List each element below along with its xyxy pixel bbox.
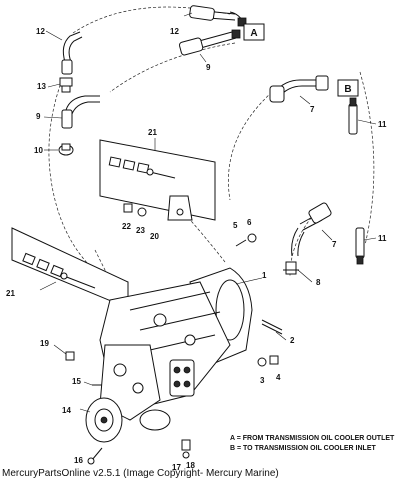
output-shaft-flange — [139, 409, 171, 431]
bushing — [122, 159, 136, 171]
hose-9-left-fitting — [61, 109, 73, 129]
sensor-11-lower — [355, 227, 365, 259]
callout-17: 17 — [172, 463, 181, 472]
bushing — [36, 258, 50, 272]
callout-23: 23 — [136, 226, 145, 235]
sensor-11-upper — [348, 103, 358, 135]
hose-fitting-12-right — [189, 5, 215, 21]
callout-12: 12 — [170, 27, 179, 36]
bracket-20 — [167, 195, 193, 221]
callout-13: 13 — [37, 82, 46, 91]
shift-lever-boss — [153, 313, 167, 327]
washer-6 — [247, 233, 257, 243]
callout-5: 5 — [233, 221, 238, 230]
right-hose-assembly — [269, 75, 365, 275]
nut-4 — [269, 355, 279, 365]
callout-11: 11 — [378, 234, 387, 243]
pulley-and-fasteners — [65, 233, 279, 465]
plug-19 — [65, 351, 75, 361]
callout-14: 14 — [62, 406, 71, 415]
hose-9-upper — [178, 37, 204, 56]
callout-21: 21 — [6, 289, 15, 298]
hose-7-upper-end — [315, 75, 329, 91]
callout-8: 8 — [316, 278, 321, 287]
hose-end-fitting — [231, 29, 241, 39]
callout-9: 9 — [36, 112, 41, 121]
transmission-housing — [99, 267, 283, 431]
bushing — [136, 162, 150, 174]
hose-fitting-12-left — [61, 59, 73, 75]
image-caption: MercuryPartsOnline v2.5.1 (Image Copyrig… — [2, 468, 279, 479]
parts-kit-21-upper — [99, 139, 216, 221]
fitting-18 — [181, 439, 191, 451]
valve-body — [99, 344, 161, 421]
bushing — [108, 156, 122, 168]
callout-3: 3 — [260, 376, 265, 385]
bushing — [50, 264, 64, 278]
box-a: A — [243, 23, 265, 41]
bolt-16 — [87, 457, 95, 465]
bolt-head — [60, 272, 68, 280]
callout-2: 2 — [290, 336, 295, 345]
legend-line-b: B = TO TRANSMISSION OIL COOLER INLET — [230, 445, 377, 452]
fitting-13 — [59, 77, 73, 87]
callout-12: 12 — [36, 27, 45, 36]
hose-end-fitting — [237, 17, 247, 27]
fitting-10-nut — [61, 143, 71, 151]
leader-lines — [39, 12, 377, 413]
sensor-11-lower-cap — [356, 255, 364, 265]
case-boss — [184, 334, 196, 346]
callout-18: 18 — [186, 461, 195, 470]
upper-hose-assembly — [58, 5, 247, 156]
callout-16: 16 — [74, 456, 83, 465]
flange-ring — [215, 279, 245, 341]
washer-23 — [137, 207, 147, 217]
callout-9: 9 — [206, 63, 211, 72]
hose-7-lower-fitting — [308, 202, 332, 224]
hose-7-upper-fitting — [269, 85, 285, 103]
box-b: B — [337, 79, 359, 97]
legend-line-a: A = FROM TRANSMISSION OIL COOLER OUTLET — [230, 435, 395, 442]
callout-7: 7 — [310, 105, 315, 114]
legend: A = FROM TRANSMISSION OIL COOLER OUTLET … — [230, 435, 395, 452]
bushing — [22, 252, 36, 266]
callout-11: 11 — [378, 120, 387, 129]
callout-7: 7 — [332, 240, 337, 249]
callout-1: 1 — [262, 271, 267, 280]
callout-15: 15 — [72, 377, 81, 386]
callout-numbers: 12 12 13 9 9 10 7 7 11 11 21 21 22 23 20… — [6, 27, 387, 472]
callout-21: 21 — [148, 128, 157, 137]
bolt-head — [146, 168, 154, 176]
parts-kit-21-lower — [11, 227, 129, 309]
sensor-11-upper-cap — [349, 97, 357, 107]
callout-22: 22 — [122, 222, 131, 231]
cooler-fitting-block — [169, 359, 195, 397]
callout-20: 20 — [150, 232, 159, 241]
fitting-13-thread — [61, 85, 71, 93]
callout-19: 19 — [40, 339, 49, 348]
box-b-letter: B — [344, 84, 351, 95]
callout-10: 10 — [34, 146, 43, 155]
washer-3 — [257, 357, 267, 367]
fitting-8 — [285, 261, 297, 275]
callout-6: 6 — [247, 218, 252, 227]
callout-4: 4 — [276, 373, 281, 382]
bolt-22 — [123, 203, 133, 213]
hose-routing-dashed-lines — [48, 6, 375, 301]
box-a-letter: A — [250, 28, 257, 39]
